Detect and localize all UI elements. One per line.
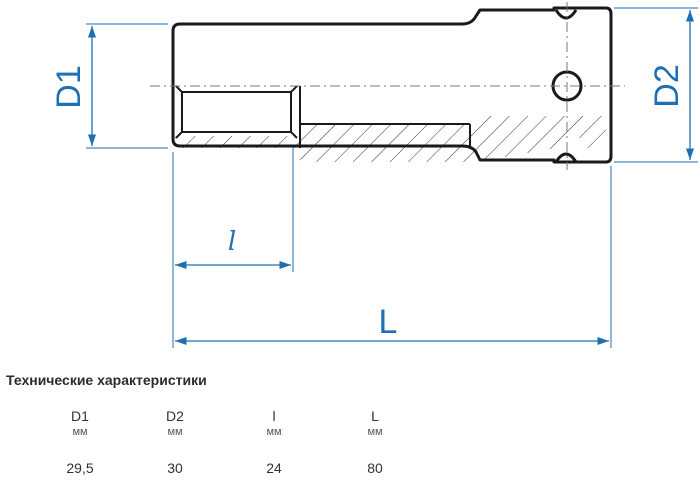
socket-outline [171,6,613,164]
l-small-label: l [228,227,236,257]
specs-title: Технические характеристики [6,372,207,388]
spec-value: 30 [167,460,183,476]
spec-name: D2 [166,408,184,424]
spec-value: 80 [367,460,383,476]
spec-column-d1: D1 мм 29,5 [40,408,120,476]
spec-unit: мм [72,426,88,438]
socket-drawing: D1 D2 l L [50,2,698,348]
spec-unit: мм [167,426,183,438]
spec-value: 29,5 [66,460,94,476]
centerline [150,2,625,170]
spec-column-l-total: L мм 80 [335,408,415,476]
spec-unit: мм [266,426,282,438]
spec-name: L [371,408,379,424]
dimension-lines [87,10,695,346]
spec-value: 24 [266,460,282,476]
l-total-label: L [379,303,398,341]
spec-name: D1 [71,408,89,424]
d1-label: D1 [50,65,88,108]
spec-name: l [272,408,276,424]
spec-column-d2: D2 мм 30 [135,408,215,476]
hex-bore [175,85,471,148]
spec-column-l: l мм 24 [234,408,314,476]
spec-unit: мм [367,426,383,438]
d2-label: D2 [648,64,686,107]
extension-lines [86,7,698,348]
